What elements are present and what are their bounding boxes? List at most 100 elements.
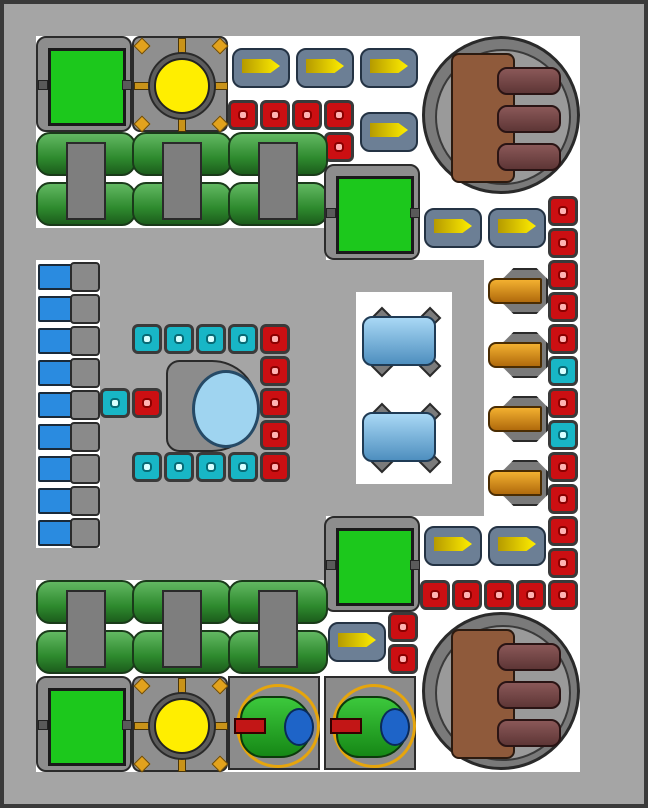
fuel-tank[interactable] xyxy=(36,580,136,674)
battery-cell[interactable] xyxy=(36,452,100,484)
red-conduit[interactable] xyxy=(324,100,354,130)
cyan-conduit[interactable] xyxy=(196,324,226,354)
orange-thruster[interactable] xyxy=(486,328,548,378)
thruster[interactable] xyxy=(292,42,354,90)
red-conduit[interactable] xyxy=(548,228,578,258)
cyan-conduit[interactable] xyxy=(548,420,578,450)
cyan-conduit[interactable] xyxy=(548,356,578,386)
orange-thruster[interactable] xyxy=(486,264,548,314)
ion-engine[interactable] xyxy=(356,292,450,386)
orange-thruster[interactable] xyxy=(486,456,548,506)
yellow-core-top[interactable] xyxy=(132,36,229,133)
fuel-tank[interactable] xyxy=(36,132,136,226)
thruster[interactable] xyxy=(484,202,546,250)
cyan-conduit[interactable] xyxy=(132,452,162,482)
thruster[interactable] xyxy=(228,42,290,90)
tank-frame xyxy=(162,142,202,220)
red-conduit[interactable] xyxy=(516,580,546,610)
fuel-tank[interactable] xyxy=(132,132,232,226)
battery-cell[interactable] xyxy=(36,292,100,324)
red-conduit[interactable] xyxy=(228,100,258,130)
thruster[interactable] xyxy=(484,520,546,568)
engine-pipe xyxy=(362,316,436,366)
fuel-tank[interactable] xyxy=(132,580,232,674)
battery-cell[interactable] xyxy=(36,420,100,452)
cyan-conduit[interactable] xyxy=(132,324,162,354)
red-conduit[interactable] xyxy=(548,196,578,226)
battery-charge xyxy=(38,328,72,354)
red-conduit[interactable] xyxy=(260,356,290,386)
red-conduit[interactable] xyxy=(548,452,578,482)
battery-cell[interactable] xyxy=(36,324,100,356)
red-conduit[interactable] xyxy=(548,580,578,610)
cyan-conduit[interactable] xyxy=(100,388,130,418)
green-reactor-mid-bottom[interactable] xyxy=(324,516,420,612)
red-conduit[interactable] xyxy=(260,420,290,450)
reactor-panel xyxy=(48,48,126,126)
thruster[interactable] xyxy=(420,202,482,250)
battery-cell[interactable] xyxy=(36,260,100,292)
cyan-conduit[interactable] xyxy=(228,452,258,482)
reactor-panel xyxy=(336,176,414,254)
heavy-cannon-top[interactable] xyxy=(422,36,580,194)
fuel-tank[interactable] xyxy=(228,132,328,226)
cyan-conduit[interactable] xyxy=(196,452,226,482)
battery-cell[interactable] xyxy=(36,388,100,420)
red-conduit[interactable] xyxy=(548,388,578,418)
cyan-conduit[interactable] xyxy=(164,324,194,354)
red-conduit[interactable] xyxy=(388,612,418,642)
thruster[interactable] xyxy=(356,106,418,154)
green-turret[interactable] xyxy=(228,676,320,770)
red-conduit[interactable] xyxy=(548,324,578,354)
red-conduit[interactable] xyxy=(548,292,578,322)
fuel-tank[interactable] xyxy=(228,580,328,674)
red-conduit[interactable] xyxy=(388,644,418,674)
battery-cell[interactable] xyxy=(36,484,100,516)
green-turret[interactable] xyxy=(324,676,416,770)
red-conduit[interactable] xyxy=(132,388,162,418)
turret-visor xyxy=(380,708,410,746)
green-reactor-mid-top[interactable] xyxy=(324,164,420,260)
red-conduit[interactable] xyxy=(548,260,578,290)
cyan-conduit[interactable] xyxy=(228,324,258,354)
reactor-nub xyxy=(410,208,420,218)
red-conduit[interactable] xyxy=(548,548,578,578)
yellow-core-bottom[interactable] xyxy=(132,676,229,773)
orange-thruster[interactable] xyxy=(486,392,548,442)
tank-frame xyxy=(162,590,202,668)
thruster-flame xyxy=(370,123,408,137)
thruster[interactable] xyxy=(356,42,418,90)
core-corner xyxy=(133,37,151,55)
red-conduit[interactable] xyxy=(548,484,578,514)
red-conduit[interactable] xyxy=(260,388,290,418)
turret-visor xyxy=(284,708,314,746)
cannon-barrel xyxy=(497,105,561,133)
red-conduit[interactable] xyxy=(484,580,514,610)
red-conduit[interactable] xyxy=(260,452,290,482)
heavy-cannon-bottom[interactable] xyxy=(422,612,580,770)
thruster[interactable] xyxy=(324,616,386,664)
cyan-conduit[interactable] xyxy=(164,452,194,482)
battery-cell[interactable] xyxy=(36,516,100,548)
red-conduit[interactable] xyxy=(452,580,482,610)
thruster-hull xyxy=(488,526,546,566)
orange-thruster-nozzle xyxy=(488,278,542,304)
orange-thruster-nozzle xyxy=(488,470,542,496)
core-glow xyxy=(154,698,210,754)
red-conduit[interactable] xyxy=(260,324,290,354)
red-conduit[interactable] xyxy=(260,100,290,130)
red-conduit[interactable] xyxy=(324,132,354,162)
cockpit[interactable] xyxy=(164,358,260,454)
green-reactor-top[interactable] xyxy=(36,36,132,132)
thruster[interactable] xyxy=(420,520,482,568)
tank-frame xyxy=(66,590,106,668)
red-conduit[interactable] xyxy=(548,516,578,546)
ion-engine[interactable] xyxy=(356,388,450,482)
core-glow xyxy=(154,58,210,114)
green-reactor-bottom[interactable] xyxy=(36,676,132,772)
reactor-nub xyxy=(38,720,48,730)
battery-cell[interactable] xyxy=(36,356,100,388)
red-conduit[interactable] xyxy=(292,100,322,130)
turret-gun xyxy=(234,718,266,734)
red-conduit[interactable] xyxy=(420,580,450,610)
